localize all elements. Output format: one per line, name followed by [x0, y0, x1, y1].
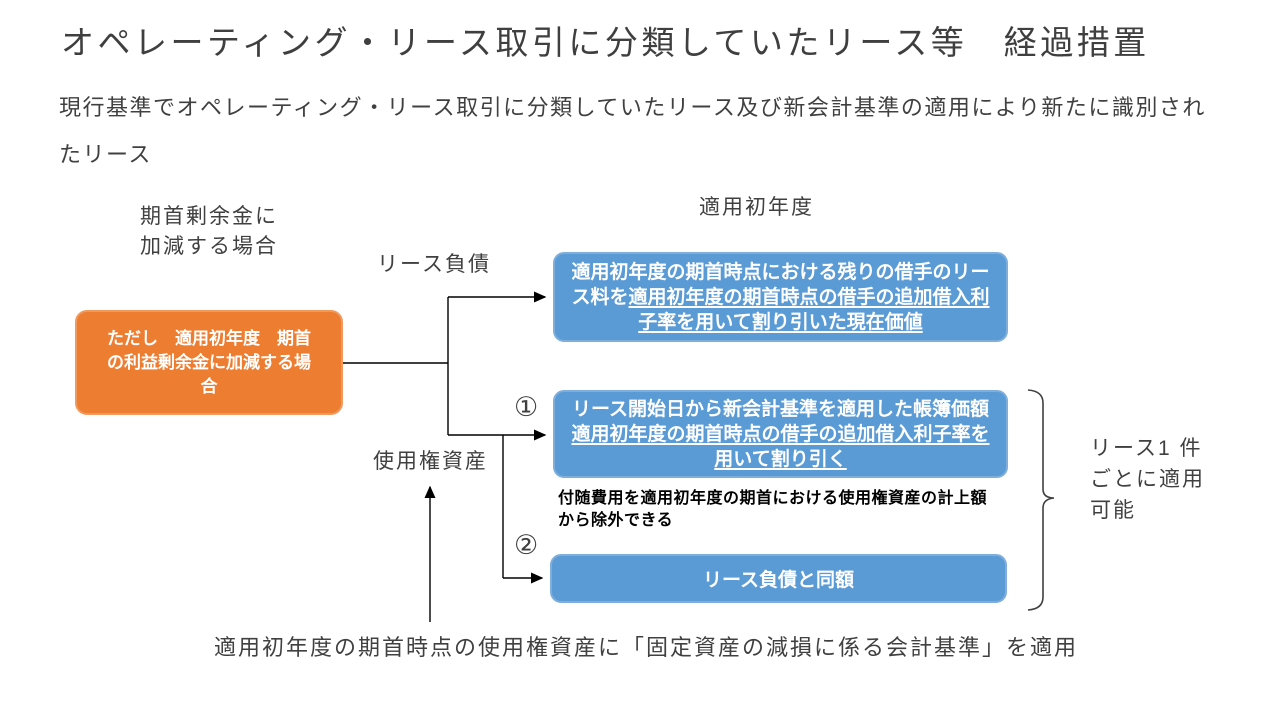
blue-box-2-text: リース開始日から新会計基準を適用した帳簿価額適用初年度の期首時点の借手の追加借入… — [569, 397, 992, 472]
label-per-lease-applicable: リース1 件 ごとに適用 可能 — [1090, 433, 1205, 526]
blue-box-1-text-underlined: 適用初年度の期首時点の借手の追加借入利子率を用いて割り引いた現在価値 — [628, 286, 990, 333]
blue-box-3-text: リース負債と同額 — [702, 570, 855, 591]
label-per-lease-line1: リース1 件 — [1090, 437, 1203, 460]
orange-retained-earnings-box: ただし 適用初年度 期首の利益剰余金に加減する場合 — [75, 310, 343, 415]
step-number-2: ② — [514, 530, 539, 560]
page-title: オペレーティング・リース取引に分類していたリース等 経過措置 — [61, 24, 1150, 61]
curly-brace — [1027, 389, 1055, 611]
blue-box-lease-liability: 適用初年度の期首時点における残りの借手のリース料を適用初年度の期首時点の借手の追… — [553, 252, 1008, 342]
bottom-impairment-note: 適用初年度の期首時点の使用権資産に「固定資産の減損に係る会計基準」を適用 — [214, 635, 1079, 660]
blue-box-1-text-plain: 適用初年度の期首時点における残りの借手のリース料を — [571, 261, 990, 308]
label-right-of-use-asset: 使用権資産 — [373, 450, 488, 473]
page-subtitle: 現行基準でオペレーティング・リース取引に分類していたリース及び新会計基準の適用に… — [59, 95, 1206, 167]
blue-box-2-text-plain: リース開始日から新会計基準を適用した帳簿価額 — [571, 398, 990, 420]
blue-box-1-text: 適用初年度の期首時点における残りの借手のリース料を適用初年度の期首時点の借手の追… — [569, 260, 992, 335]
blue-box-rou-method-1: リース開始日から新会計基準を適用した帳簿価額適用初年度の期首時点の借手の追加借入… — [553, 390, 1008, 478]
label-retained-line2: 加減する場合 — [140, 235, 278, 258]
step-number-1: ① — [514, 392, 539, 422]
incidental-cost-note-line1: 付随費用を適用初年度の期首における使用権資産の計上額 — [558, 490, 988, 507]
orange-box-text: ただし 適用初年度 期首の利益剰余金に加減する場合 — [107, 328, 311, 396]
label-retained-earnings-case: 期首剰余金に 加減する場合 — [140, 202, 278, 262]
incidental-cost-note: 付随費用を適用初年度の期首における使用権資産の計上額 から除外できる — [558, 488, 1018, 532]
blue-box-rou-method-2: リース負債と同額 — [550, 554, 1007, 603]
label-retained-line1: 期首剰余金に — [140, 205, 278, 228]
label-first-year-header: 適用初年度 — [699, 196, 814, 219]
blue-box-2-text-underlined: 適用初年度の期首時点の借手の追加借入利子率を用いて割り引く — [571, 423, 990, 470]
label-per-lease-line3: 可能 — [1090, 499, 1136, 522]
label-lease-liability: リース負債 — [377, 253, 491, 276]
incidental-cost-note-line2: から除外できる — [558, 512, 674, 529]
label-per-lease-line2: ごとに適用 — [1090, 468, 1205, 491]
